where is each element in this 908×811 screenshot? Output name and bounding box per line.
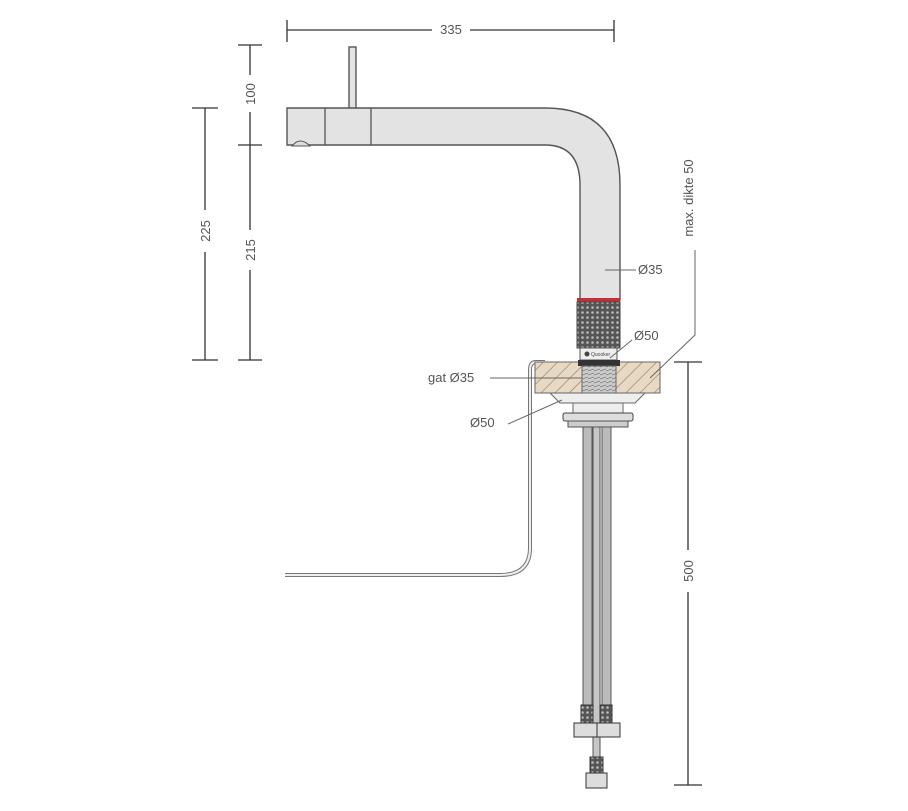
accent-ring bbox=[577, 298, 620, 302]
faucet-spout bbox=[286, 46, 621, 301]
lever bbox=[348, 46, 357, 110]
annotation-tube-diameter: Ø35 bbox=[605, 262, 663, 277]
dimension-height-total: 225 bbox=[192, 107, 218, 361]
dimension-under-counter: 500 bbox=[674, 361, 702, 786]
svg-text:Ø35: Ø35 bbox=[638, 262, 663, 277]
dimension-width-label: 335 bbox=[440, 22, 462, 37]
knurled-grip bbox=[576, 301, 621, 349]
quooker-logo-icon bbox=[584, 351, 590, 357]
dimension-height-total-label: 225 bbox=[198, 220, 213, 242]
svg-text:gat Ø35: gat Ø35 bbox=[428, 370, 474, 385]
dimension-height-spout-label: 215 bbox=[243, 239, 258, 261]
annotation-hole: gat Ø35 bbox=[428, 370, 582, 385]
annotation-max-thickness: max. dikte 50 bbox=[649, 159, 696, 379]
annotation-base-diameter: Ø50 bbox=[609, 328, 659, 359]
dimension-under-counter-label: 500 bbox=[681, 560, 696, 582]
thread bbox=[581, 365, 617, 394]
dimension-height-spout: 215 bbox=[238, 144, 262, 361]
dimension-lever-label: 100 bbox=[243, 83, 258, 105]
svg-text:Ø50: Ø50 bbox=[470, 415, 495, 430]
svg-text:Ø50: Ø50 bbox=[634, 328, 659, 343]
flexible-hose bbox=[285, 360, 545, 577]
logo-text: Quooker bbox=[591, 352, 611, 358]
annotation-flange-diameter: Ø50 bbox=[470, 399, 563, 430]
svg-text:max. dikte 50: max. dikte 50 bbox=[681, 159, 696, 236]
dimension-width: 335 bbox=[286, 20, 615, 42]
supply-hoses bbox=[573, 426, 621, 789]
dimension-lever: 100 bbox=[238, 44, 262, 145]
